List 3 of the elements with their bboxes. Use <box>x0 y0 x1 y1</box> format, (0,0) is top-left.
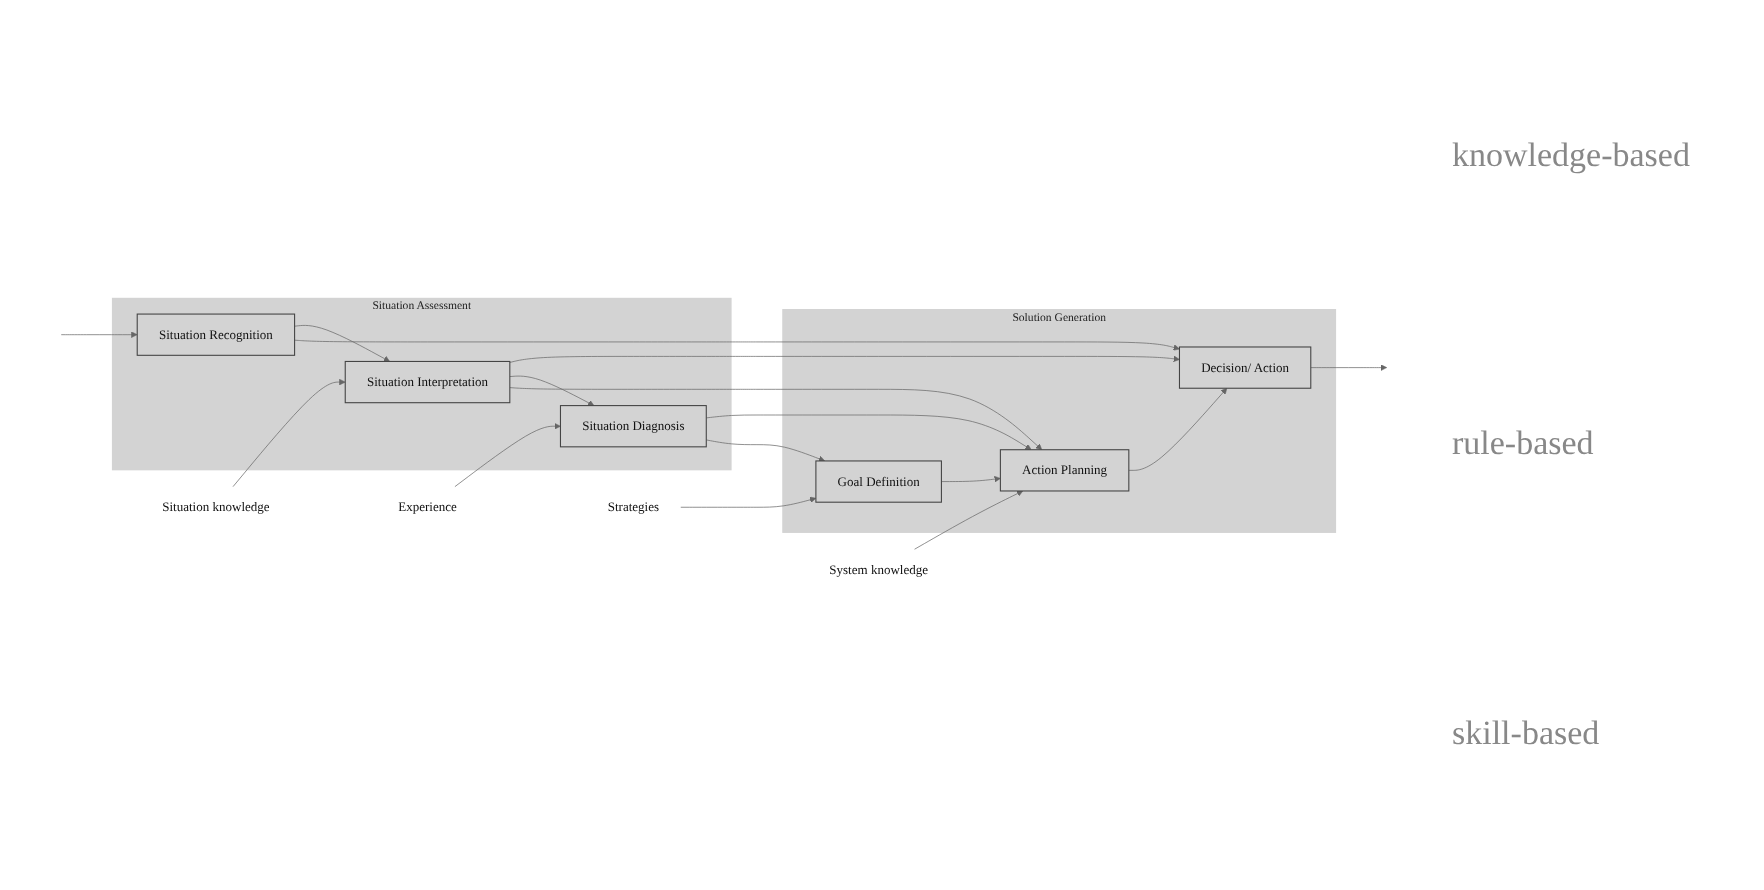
level-label: knowledge-based <box>1452 136 1692 177</box>
level-label: rule-based <box>1452 424 1596 465</box>
level-label: skill-based <box>1452 713 1602 754</box>
